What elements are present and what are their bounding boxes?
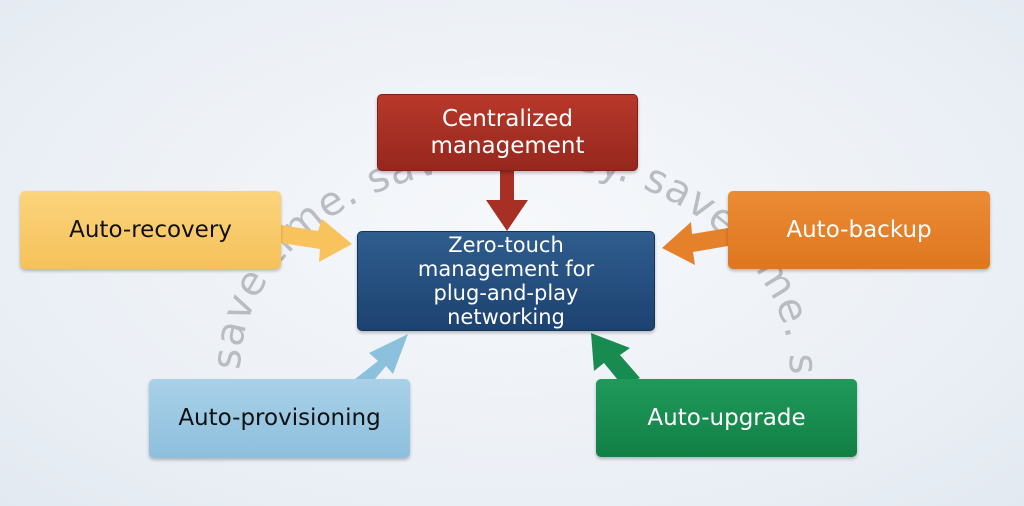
- node-auto-recovery-label: Auto-recovery: [69, 216, 232, 243]
- center-node-line-1: Zero-touch: [448, 232, 564, 257]
- center-node-line-4: networking: [447, 305, 565, 330]
- node-centralized-management-label: Centralized management: [430, 106, 584, 159]
- node-auto-provisioning-label: Auto-provisioning: [178, 405, 381, 432]
- node-auto-provisioning: Auto-provisioning: [149, 379, 410, 458]
- arrow-bottom-right: [591, 333, 640, 385]
- center-node: Zero-touch management for plug-and-play …: [357, 231, 655, 331]
- node-auto-recovery: Auto-recovery: [20, 191, 281, 269]
- arrow-left: [281, 219, 352, 262]
- arrow-top: [486, 171, 528, 231]
- center-node-line-2: management for: [417, 256, 595, 281]
- node-auto-upgrade-label: Auto-upgrade: [647, 404, 806, 431]
- center-node-line-3: plug-and-play: [433, 281, 579, 305]
- arrow-right: [662, 222, 728, 265]
- node-centralized-management: Centralized management: [377, 94, 638, 171]
- node-centralized-management-line-1: Centralized: [442, 106, 573, 133]
- node-auto-backup-label: Auto-backup: [786, 216, 932, 243]
- center-node-label: Zero-touch management for plug-and-play …: [418, 233, 594, 330]
- node-centralized-management-line-2: management: [430, 132, 585, 159]
- arrow-bottom-left: [355, 334, 408, 385]
- node-auto-upgrade: Auto-upgrade: [596, 379, 857, 457]
- node-auto-backup: Auto-backup: [728, 191, 990, 269]
